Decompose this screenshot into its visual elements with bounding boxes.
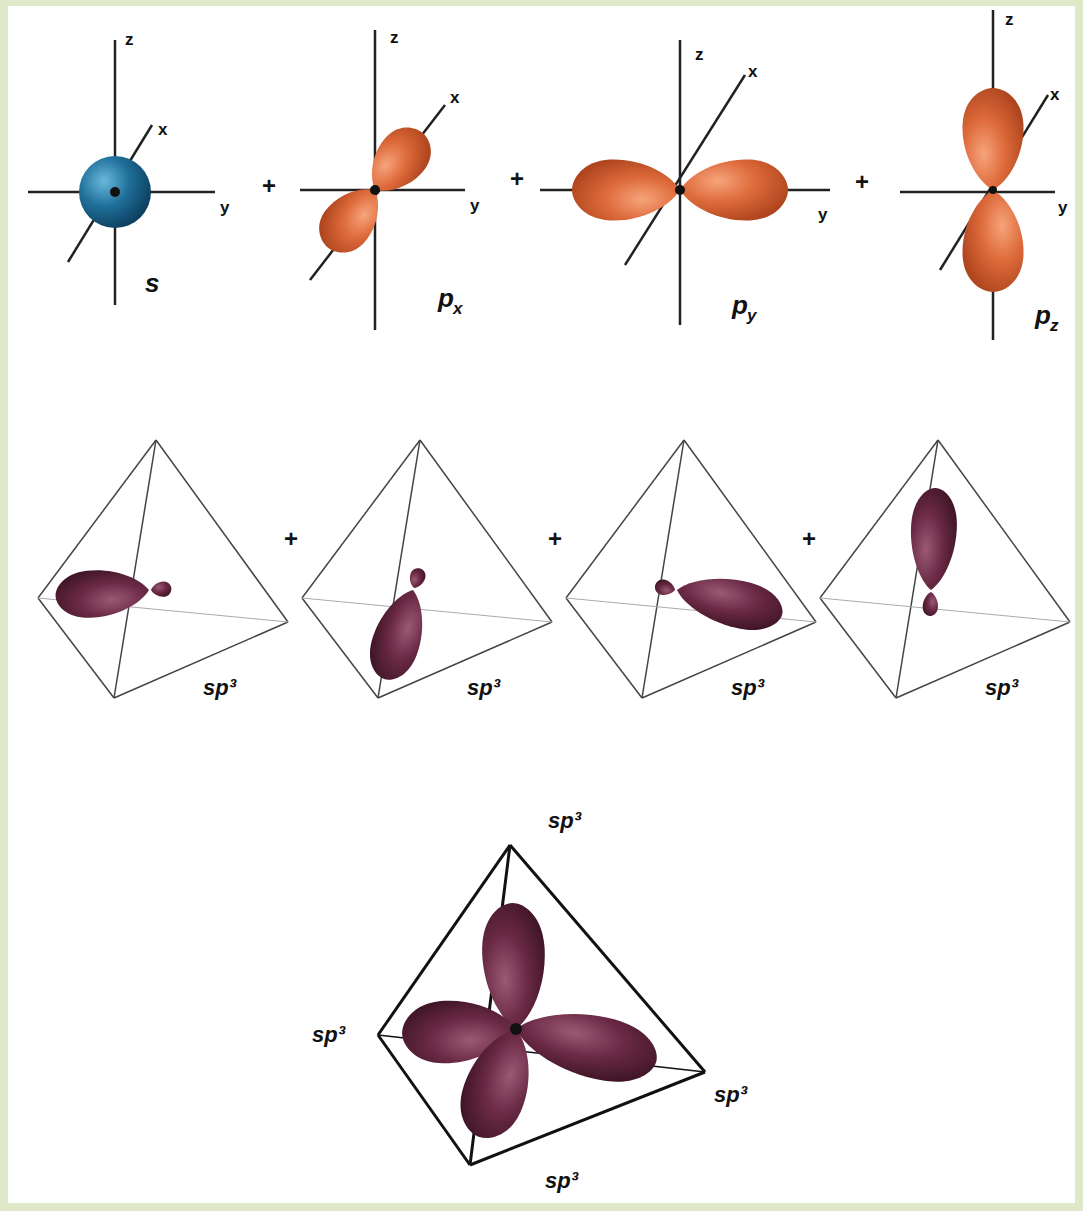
plus-sign: + bbox=[262, 172, 276, 200]
orbital-subscript: x bbox=[453, 299, 462, 319]
orbital-subscript: y bbox=[747, 306, 756, 326]
axis-label: y bbox=[1058, 198, 1067, 218]
hybrid-label: sp³ bbox=[312, 1022, 345, 1048]
orbital-label: p bbox=[1035, 300, 1051, 331]
plus-sign: + bbox=[802, 525, 816, 553]
axis-label: x bbox=[748, 62, 757, 82]
orbital-subscript: z bbox=[1050, 316, 1059, 336]
axis-label: y bbox=[818, 205, 827, 225]
hybrid-label: sp³ bbox=[203, 675, 236, 701]
plus-sign: + bbox=[510, 165, 524, 193]
orbital-label: p bbox=[732, 290, 748, 321]
axis-label: z bbox=[125, 30, 134, 50]
axis-label: x bbox=[1050, 85, 1059, 105]
axis-label: z bbox=[390, 28, 399, 48]
axis-label: y bbox=[220, 198, 229, 218]
hybrid-label: sp³ bbox=[548, 808, 581, 834]
orbital-label: p bbox=[438, 283, 454, 314]
axis-label: x bbox=[158, 120, 167, 140]
plus-sign: + bbox=[284, 525, 298, 553]
plus-sign: + bbox=[548, 525, 562, 553]
axis-label: y bbox=[470, 196, 479, 216]
hybrid-label: sp³ bbox=[467, 675, 500, 701]
axis-label: z bbox=[695, 45, 704, 65]
axis-label: x bbox=[450, 88, 459, 108]
hybrid-label: sp³ bbox=[985, 675, 1018, 701]
orbital-label: s bbox=[145, 268, 159, 299]
axis-label: z bbox=[1005, 10, 1014, 30]
hybrid-label: sp³ bbox=[714, 1082, 747, 1108]
plus-sign: + bbox=[855, 168, 869, 196]
hybrid-label: sp³ bbox=[545, 1168, 578, 1194]
hybrid-label: sp³ bbox=[731, 675, 764, 701]
